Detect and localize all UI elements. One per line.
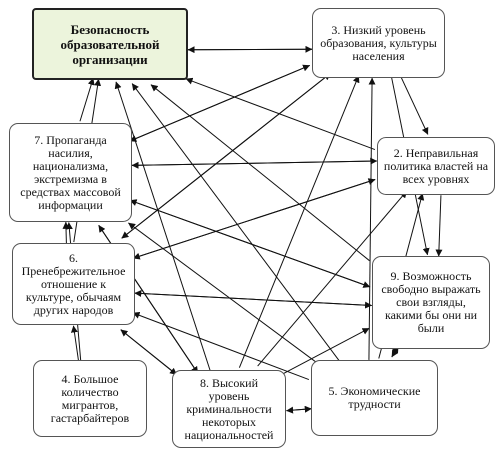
node-wrong-government-policy: 2. Неправильная политика властей на всех…: [377, 137, 495, 195]
arrow-n7-to-n0: [79, 77, 95, 122]
node-economic-difficulties: 5. Экономические трудности: [311, 360, 438, 436]
arrow-n7-to-n9: [129, 199, 371, 288]
arrow-n8-to-n9: [282, 327, 370, 375]
arrow-n2-to-n7: [131, 160, 377, 169]
arrow-n2-to-n9: [435, 195, 443, 257]
node-media-propaganda: 7. Пропаганда насилия, национализма, экс…: [9, 123, 132, 222]
node-migrants: 4. Большое количество мигрантов, гастарб…: [33, 360, 147, 437]
arrow-n5-to-n7: [128, 222, 320, 366]
arrow-n6-to-n7: [62, 221, 70, 244]
node-freedom-of-expression: 9. Возможность свободно выражать свои вз…: [372, 256, 490, 349]
arrow-n5-to-n6: [132, 311, 310, 381]
arrow-n3-to-n2: [399, 75, 429, 135]
arrow-n8-to-n5: [286, 405, 312, 413]
arrow-n9-to-n0: [150, 84, 370, 262]
arrow-n6-to-n8: [120, 329, 178, 376]
node-low-education-level: 3. Низкий уровень образования, культуры …: [312, 8, 445, 78]
node-criminality: 8. Высокий уровень криминальности некото…: [172, 370, 286, 448]
node-disrespect-for-cultures: 6. Пренебрежительное отношение к культур…: [12, 243, 135, 325]
arrow-n3-to-n7: [129, 64, 310, 142]
arrow-n3-to-n6: [121, 72, 331, 239]
arrow-n5-to-n3: [368, 77, 376, 360]
arrow-n6-to-n9: [134, 292, 373, 309]
arrow-n4-to-n6: [70, 325, 80, 361]
arrow-n5-to-n0: [131, 83, 342, 364]
node-education-security: Безопасность образовательной организации: [32, 8, 188, 80]
arrow-n2-to-n6: [132, 179, 376, 260]
arrow-n2-to-n0: [185, 77, 376, 151]
arrow-n8-to-n3: [238, 75, 360, 368]
